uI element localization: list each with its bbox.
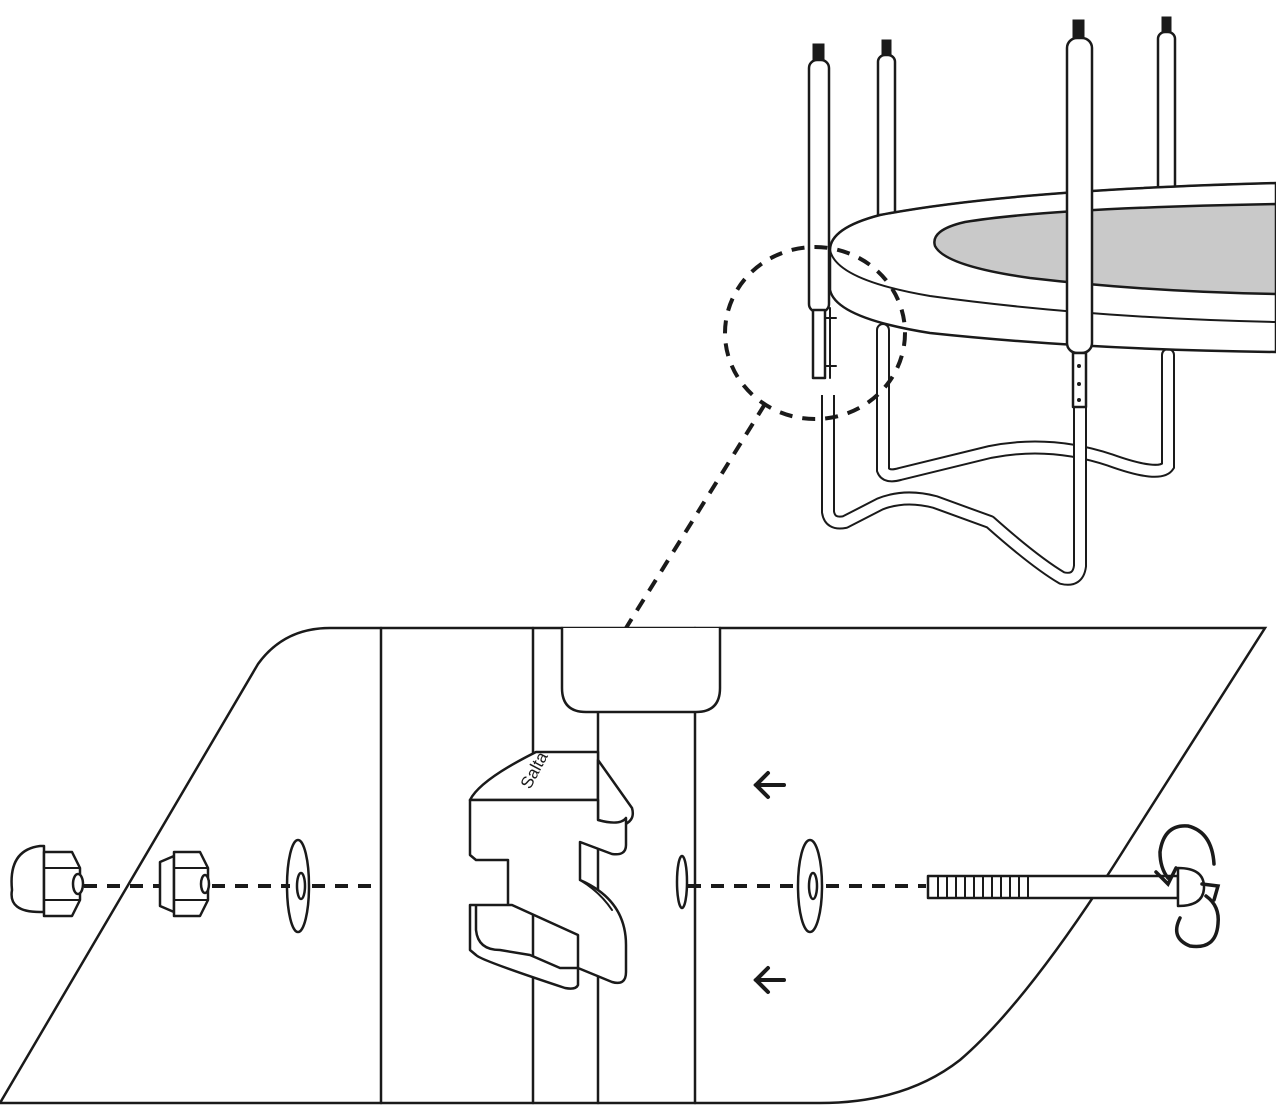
detail-panel-outline <box>0 626 1268 1105</box>
bolt <box>926 866 1206 908</box>
t-piece-bracket: Salta <box>468 748 634 990</box>
enclosure-pole-front-right <box>1065 19 1094 409</box>
trampoline-back-legs <box>876 323 1175 483</box>
pole-bolt-hole <box>675 854 689 910</box>
trampoline-front-legs <box>821 395 1087 586</box>
lock-nut <box>158 850 211 918</box>
washer-right <box>796 838 824 934</box>
callout-connector-line <box>624 402 767 630</box>
trampoline-overview <box>723 16 1276 586</box>
cap-nut <box>10 844 85 918</box>
left-arrow-icon <box>753 771 786 799</box>
pole-lower-sleeve <box>1071 351 1088 409</box>
rotate-icon <box>1154 824 1221 949</box>
pole-bracket-sleeve <box>811 308 827 380</box>
detail-panel: Salta <box>0 626 1268 1105</box>
enclosure-pole-front-left <box>807 43 837 380</box>
enclosure-pole-back-left <box>876 39 897 257</box>
washer-left <box>285 838 311 934</box>
zoom-callout-circle <box>723 245 907 421</box>
left-arrow-icon <box>753 966 786 994</box>
